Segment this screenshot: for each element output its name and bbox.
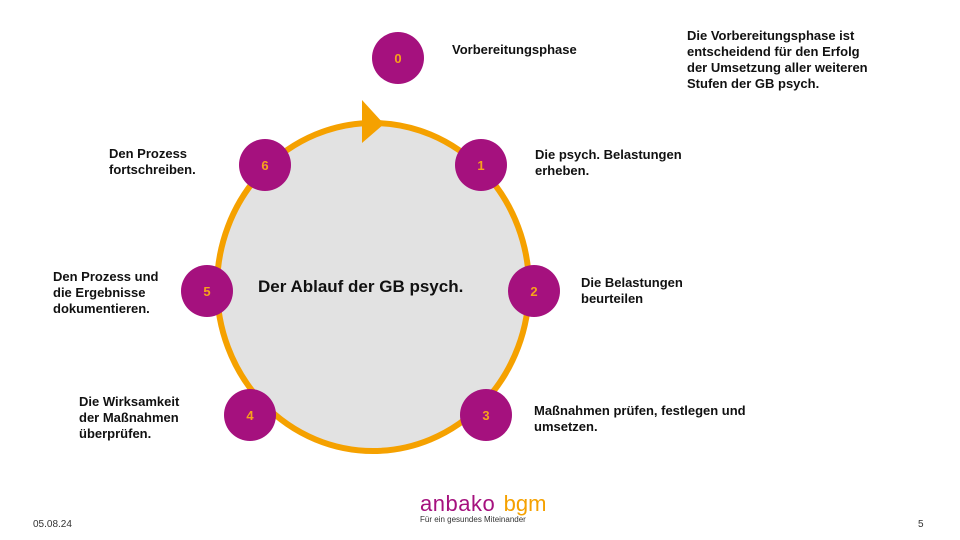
step-3-circle: 3 bbox=[460, 389, 512, 441]
step-5-circle: 5 bbox=[181, 265, 233, 317]
logo-brand: anbako bbox=[420, 491, 496, 516]
logo-bgm: bgm bbox=[503, 491, 547, 516]
step-3-label: Maßnahmen prüfen, festlegen und umsetzen… bbox=[534, 403, 746, 434]
diagram-title: Der Ablauf der GB psych. bbox=[258, 277, 464, 296]
page-number: 5 bbox=[918, 519, 924, 530]
step-4-circle: 4 bbox=[224, 389, 276, 441]
step-2-label: Die Belastungen beurteilen bbox=[581, 275, 683, 306]
step-2-circle: 2 bbox=[508, 265, 560, 317]
preparation-note: Die Vorbereitungsphase ist entscheidend … bbox=[687, 28, 868, 91]
step-6-label: Den Prozess fortschreiben. bbox=[109, 146, 196, 177]
step-5-label: Den Prozess und die Ergebnisse dokumenti… bbox=[53, 269, 159, 316]
step-4-label: Die Wirksamkeit der Maßnahmen überprüfen… bbox=[79, 394, 180, 441]
step-0-label: Vorbereitungsphase bbox=[452, 42, 577, 57]
step-0-circle: 0 bbox=[372, 32, 424, 84]
step-6-circle: 6 bbox=[239, 139, 291, 191]
anbako-logo: anbako bgm Für ein gesundes Miteinander bbox=[420, 491, 546, 524]
step-1-circle: 1 bbox=[455, 139, 507, 191]
step-1-label: Die psych. Belastungen erheben. bbox=[535, 147, 682, 178]
logo-tagline: Für ein gesundes Miteinander bbox=[420, 515, 526, 524]
footer-date: 05.08.24 bbox=[33, 519, 72, 530]
cycle-arrow-icon bbox=[362, 100, 384, 143]
